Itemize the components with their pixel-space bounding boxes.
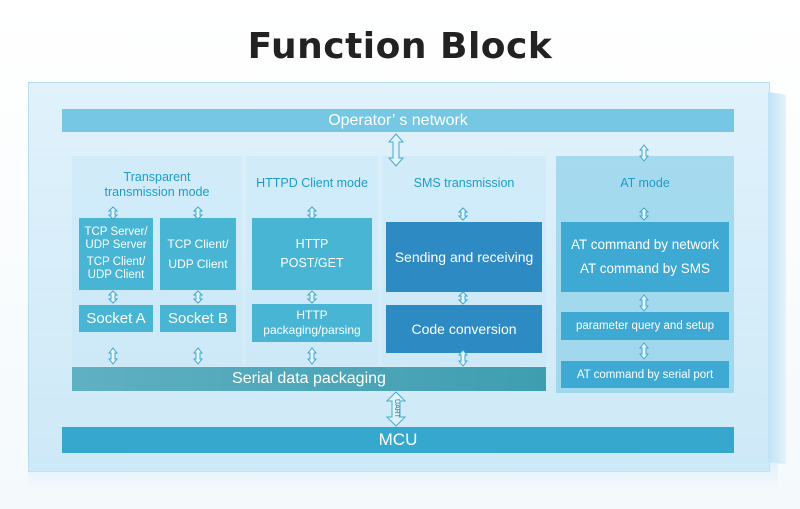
transparent-title-line1: Transparent [123, 170, 191, 184]
sending-receiving-box: Sending and receiving [386, 222, 542, 292]
sms-arrow-mid [458, 291, 468, 305]
http-box2-line2: packaging/parsing [263, 323, 361, 337]
box-a-line1: TCP Server/ [84, 226, 148, 238]
slab-reflection [28, 458, 778, 488]
at-serial-port-box: AT command by serial port [561, 361, 729, 388]
http-box1-line2: POST/GET [280, 256, 344, 270]
httpd-arrow-mid [307, 290, 317, 304]
http-post-get-box: HTTP POST/GET [252, 218, 372, 290]
transparent-arrow-a-top [108, 206, 118, 220]
httpd-title: HTTPD Client mode [256, 176, 368, 190]
box-b-line2: UDP Client [168, 257, 228, 271]
at-arrow-top [639, 207, 649, 221]
socket-a-arrow [108, 290, 118, 304]
at-network-arrow [639, 144, 649, 162]
at-box1-line1: AT command by network [570, 237, 720, 252]
sms-arrow-top [458, 207, 468, 221]
code-conversion-box: Code conversion [386, 305, 542, 353]
box-b-line1: TCP Client/ [167, 237, 229, 251]
socket-a-box: Socket A [79, 305, 153, 332]
operator-network-bar: Operator’ s network [62, 109, 734, 132]
at-box1-line2: AT command by SMS [579, 261, 711, 276]
serial-arrow-a [108, 347, 118, 365]
at-command-network-sms-box: AT command by network AT command by SMS [561, 222, 729, 292]
box-a-line3: TCP Client/ [86, 256, 146, 268]
uart-arrow [386, 391, 406, 427]
sms-arrow-bottom [458, 349, 468, 367]
serial-data-packaging-bar: Serial data packaging [72, 367, 546, 391]
tcp-client-box: TCP Client/ UDP Client [160, 218, 236, 290]
at-arrow-mid [639, 294, 649, 312]
at-arrow-bottom [639, 342, 649, 360]
at-title: AT mode [620, 176, 670, 190]
sms-title: SMS transmission [413, 176, 515, 190]
page-title: Function Block [247, 26, 553, 67]
http-packaging-box: HTTP packaging/parsing [252, 304, 372, 342]
operator-link-arrow [388, 133, 404, 167]
http-box1-line1: HTTP [295, 237, 329, 251]
httpd-arrow-bottom [307, 347, 317, 365]
slab-edge [768, 92, 786, 465]
socket-b-box: Socket B [160, 305, 236, 332]
socket-b-arrow [193, 290, 203, 304]
mcu-bar: MCU [62, 427, 734, 453]
uart-label: UART [392, 399, 400, 418]
http-box2-line1: HTTP [296, 308, 328, 322]
transparent-arrow-b-top [193, 206, 203, 220]
parameter-query-box: parameter query and setup [561, 312, 729, 340]
tcp-server-client-box: TCP Server/ UDP Server TCP Client/ UDP C… [79, 218, 153, 290]
serial-arrow-b [193, 347, 203, 365]
httpd-arrow-top [307, 206, 317, 220]
transparent-title-line2: transmission mode [104, 185, 210, 199]
box-a-line4: UDP Client [87, 269, 145, 281]
box-a-line2: UDP Server [85, 239, 147, 251]
transparent-title: Transparent transmission mode [72, 170, 242, 200]
